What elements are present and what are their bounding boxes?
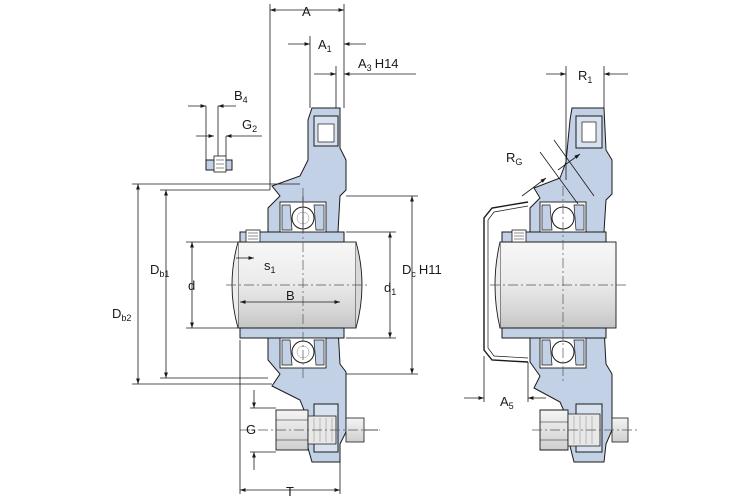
label-A1: A1	[318, 37, 332, 54]
label-A5: A5	[500, 394, 514, 411]
radius-rg-callout	[521, 139, 595, 205]
end-cover-cap	[483, 201, 529, 363]
label-B: B	[286, 288, 295, 303]
label-Db1: Db1	[150, 262, 169, 279]
inner-ring-lower	[239, 327, 345, 339]
label-RG: RG	[506, 150, 522, 167]
label-R1: R1	[578, 68, 592, 85]
relube-channel	[317, 123, 335, 143]
extension-lines-left	[132, 4, 418, 494]
label-d1: d1	[384, 280, 396, 297]
dimension-lines-left	[136, 8, 416, 492]
mounting-bolt-right	[539, 409, 629, 451]
label-A: A	[302, 4, 311, 19]
label-T: T	[286, 484, 294, 499]
label-Db2: Db2	[112, 306, 131, 323]
label-d: d	[188, 278, 195, 293]
label-G: G	[246, 422, 256, 437]
label-G2: G2	[242, 117, 257, 134]
right-section-view: R1 RG A5	[464, 66, 640, 463]
set-screw-right-icon	[511, 229, 527, 243]
grease-fitting-detail	[205, 155, 233, 173]
label-B4: B4	[234, 88, 248, 105]
set-screw-icon	[245, 229, 261, 243]
label-s1: s1	[264, 258, 276, 275]
